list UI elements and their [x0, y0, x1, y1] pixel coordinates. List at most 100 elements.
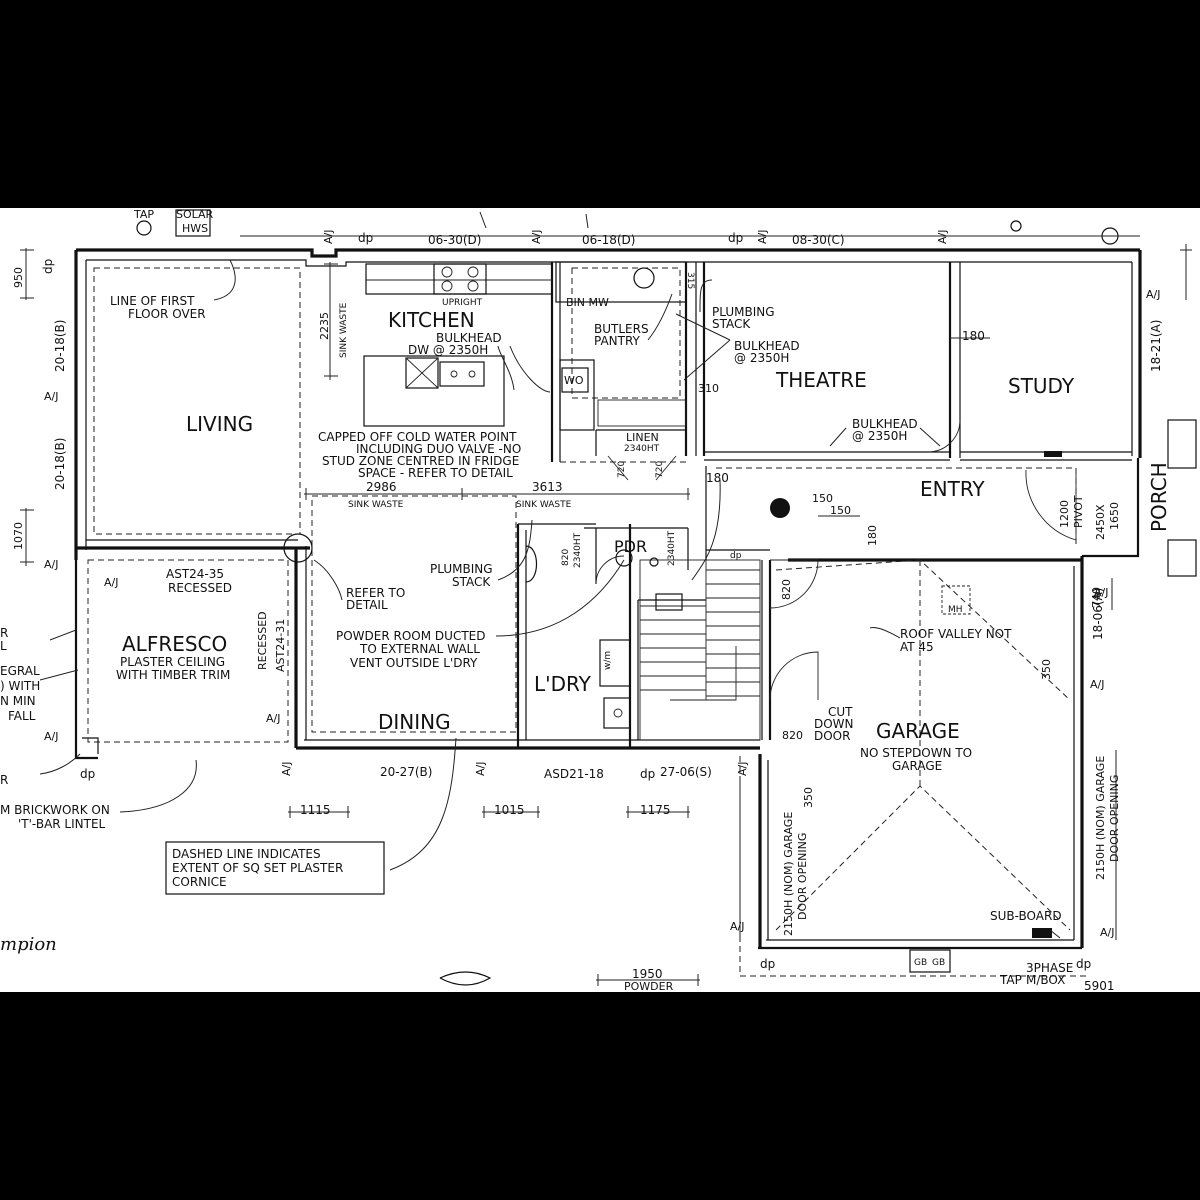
note-pivot: PIVOT — [1072, 495, 1085, 528]
room-label-theatre: THEATRE — [775, 368, 867, 392]
window-code: 18-06(A) — [1091, 588, 1105, 640]
dimension-label: 3613 — [532, 480, 563, 494]
note-no-stepdown: GARAGE — [892, 759, 942, 773]
note-brickwork: 'T'-BAR LINTEL — [18, 817, 106, 831]
note-linen: LINEN — [626, 431, 659, 444]
note-roof-valley: ROOF VALLEY NOT — [900, 627, 1012, 641]
cornice-dashed-lines — [87, 267, 1088, 977]
dimension-label: 315 — [685, 272, 695, 289]
note-porch-size: 1650 — [1108, 502, 1121, 530]
articulation-joint-marker: A/J — [936, 230, 949, 244]
note-fragment: FALL — [8, 709, 36, 723]
window-code: 06-18(D) — [582, 233, 635, 247]
note-capped-water: SPACE - REFER TO DETAIL — [358, 466, 513, 480]
note-cut-down-door: CUT — [828, 705, 853, 719]
note-plumbing-stack: STACK — [452, 575, 491, 589]
note-capped-water: STUD ZONE CENTRED IN FRIDGE — [322, 454, 519, 468]
note-capped-water: CAPPED OFF COLD WATER POINT — [318, 430, 517, 444]
downpipe-marker: dp — [640, 767, 655, 781]
washing-machine — [599, 639, 631, 687]
annotation-notes: LINE OF FIRST FLOOR OVER UPRIGHT BIN MW … — [110, 208, 1121, 992]
room-label-porch: PORCH — [1147, 462, 1171, 532]
note-solar-hws: SOLAR — [176, 208, 214, 221]
dimension-label: 720 — [617, 461, 627, 478]
note-line-first-floor: LINE OF FIRST — [110, 294, 195, 308]
articulation-joint-marker: A/J — [736, 762, 749, 776]
articulation-joint-marker: A/J — [44, 390, 58, 403]
note-line-first-floor: FLOOR OVER — [128, 307, 206, 321]
articulation-joint-marker: A/J — [44, 558, 58, 571]
note-bracket-5901: 5901 — [1084, 979, 1115, 992]
note-no-stepdown: NO STEPDOWN TO — [860, 746, 972, 760]
note-fragment: R — [0, 626, 8, 640]
note-upright: UPRIGHT — [442, 298, 483, 308]
articulation-joint-marker: A/J — [1100, 926, 1114, 939]
note-tap: TAP — [999, 973, 1022, 987]
dimension-label: 820 — [780, 579, 793, 600]
laundry-fixtures — [525, 545, 683, 729]
note-solar-hws: HWS — [182, 222, 208, 235]
wall-oven — [561, 367, 589, 393]
dimension-label: 180 — [866, 525, 879, 546]
note-linen: 2340HT — [624, 444, 660, 454]
note-three-phase: M/BOX — [1026, 973, 1065, 987]
legend-box: DASHED LINE INDICATES EXTENT OF SQ SET P… — [165, 841, 385, 895]
window-code: 20-27(B) — [380, 765, 432, 779]
dimension-label: 2986 — [366, 480, 397, 494]
note-cut-down-door: DOOR — [814, 729, 850, 743]
note-door-height: 2340HT — [667, 530, 677, 566]
note-bulkhead-theatre: @ 2350H — [734, 351, 789, 365]
note-bulkhead-study: @ 2350H — [852, 429, 907, 443]
window-codes: 06-30(D) 06-18(D) 08-30(C) 20-18(B) 20-1… — [53, 233, 1163, 781]
note-bulkhead-study: BULKHEAD — [852, 417, 918, 431]
note-sink-waste: SINK WASTE — [516, 500, 572, 510]
note-fragment: R — [0, 773, 8, 787]
note-sink-waste-vertical: SINK WASTE — [339, 302, 349, 358]
room-label-kitchen: KITCHEN — [388, 308, 475, 332]
note-plumbing-stack: PLUMBING — [712, 305, 775, 319]
articulation-joint-markers: A/J A/J A/J A/J A/J A/J A/J A/J A/J A/J … — [44, 230, 1160, 939]
note-gully: GB — [932, 958, 945, 968]
note-manhole: MH — [948, 605, 963, 615]
note-wall-oven: WO — [564, 374, 584, 387]
staircase — [639, 559, 761, 741]
articulation-joint-marker: A/J — [44, 730, 58, 743]
note-refer-detail: REFER TO — [346, 586, 405, 600]
note-fragment: EGRAL — [0, 664, 40, 678]
dimension-label: 180 — [706, 471, 729, 485]
note-bulkhead-kitchen: BULKHEAD — [436, 331, 502, 345]
window-code: 08-30(C) — [792, 233, 845, 247]
note-plumbing-stack: STACK — [712, 317, 751, 331]
dimension-lines — [20, 235, 1192, 986]
room-label-alfresco: ALFRESCO — [122, 632, 227, 656]
note-tap: TAP — [133, 208, 154, 221]
misc-symbols — [82, 209, 1197, 986]
window-code: ASD21-18 — [544, 767, 604, 781]
articulation-joint-marker: A/J — [104, 576, 118, 589]
note-powder-ducted: TO EXTERNAL WALL — [359, 642, 480, 656]
note-powder-ducted: VENT OUTSIDE L'DRY — [350, 656, 478, 670]
window-code: 27-06(S) — [660, 765, 712, 779]
dimension-label: 740 — [1090, 587, 1103, 608]
floor-plan-sheet: KITCHEN LIVING THEATRE STUDY ENTRY PORCH… — [0, 208, 1200, 992]
room-label-dining: DINING — [378, 710, 451, 734]
dimension-label: 2235 — [318, 312, 331, 340]
articulation-joint-marker: A/J — [530, 230, 543, 244]
note-cut-down-door: DOWN — [814, 717, 854, 731]
note-butlers-pantry: PANTRY — [594, 334, 641, 348]
leader-lines — [39, 211, 1061, 939]
kitchen-island — [363, 355, 505, 427]
room-label-living: LIVING — [186, 412, 253, 436]
downpipe-markers: dp dp dp dp dp dp dp dp — [41, 231, 1091, 971]
dimension-label: 820 — [782, 729, 803, 742]
articulation-joint-marker: A/J — [266, 712, 280, 725]
dimension-label: 2340HT — [573, 532, 583, 568]
dimension-label: 350 — [1040, 659, 1053, 680]
note-ast2435: AST24-35 — [166, 567, 224, 581]
dimension-label: 150 — [830, 504, 851, 517]
room-label-garage: GARAGE — [876, 719, 960, 743]
legend-text: DASHED LINE INDICATES — [172, 847, 321, 861]
dimension-label: 350 — [802, 787, 815, 808]
dimension-label: 1115 — [300, 803, 331, 817]
note-alfresco-ceiling: PLASTER CEILING — [120, 655, 225, 669]
